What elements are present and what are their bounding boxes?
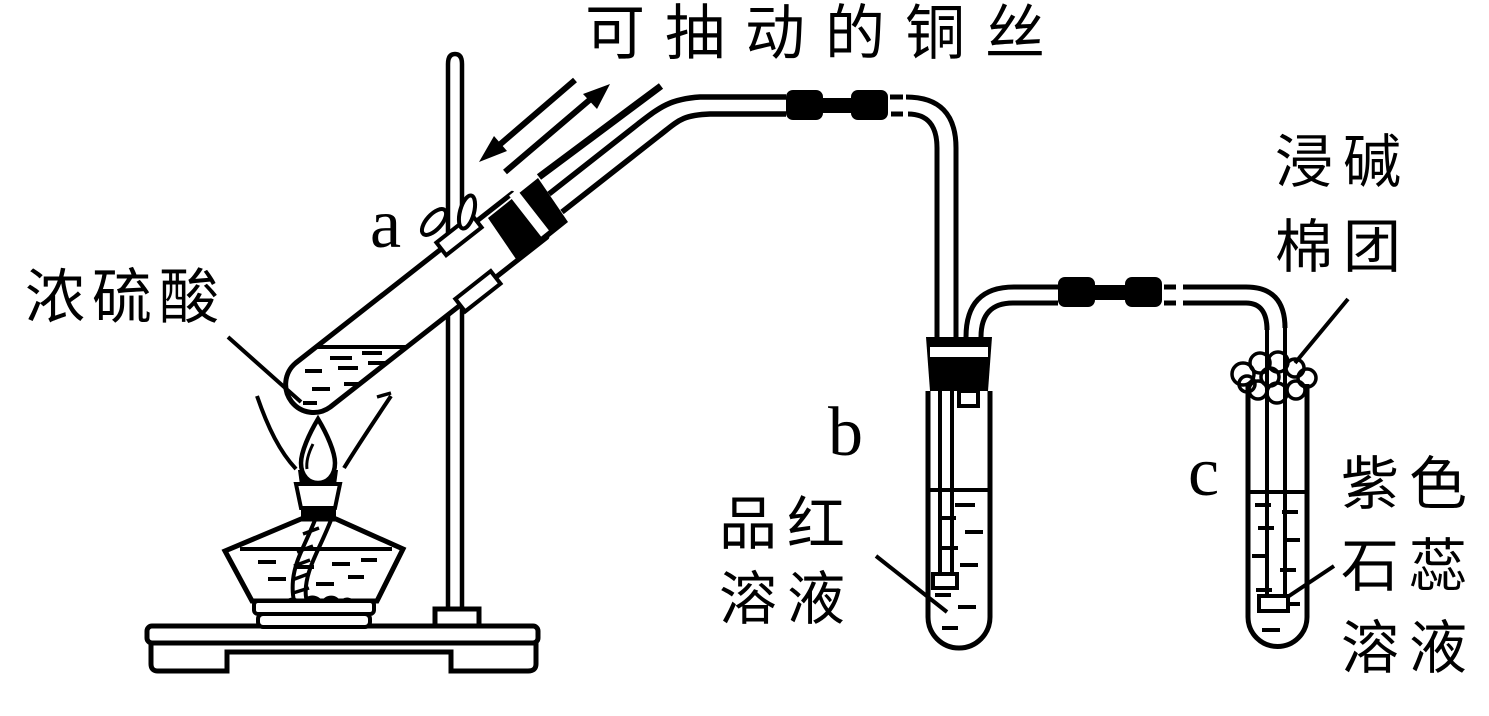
fuchsin-label-line1: 品红 bbox=[718, 492, 855, 557]
cotton-label-line2: 棉团 bbox=[1275, 215, 1412, 280]
fuchsin-liquid-dashes bbox=[935, 503, 983, 630]
lamp-liquid-dashes bbox=[258, 558, 377, 586]
test-tube-a bbox=[283, 190, 550, 415]
delivery-tube-2 bbox=[963, 284, 1288, 338]
ring-stand bbox=[144, 51, 541, 674]
outlet-stub-b bbox=[957, 389, 980, 408]
litmus-liquid-dashes bbox=[1252, 503, 1300, 632]
lamp-collar bbox=[293, 482, 343, 510]
pull-arrows bbox=[479, 77, 610, 175]
cotton-pointer-line bbox=[1293, 297, 1350, 365]
delivery-tube-1 bbox=[547, 94, 959, 337]
stopper-a bbox=[488, 178, 568, 262]
litmus-label-line2: 石蕊 bbox=[1341, 534, 1478, 599]
fuchsin-pointer-line bbox=[874, 554, 949, 614]
alcohol-lamp bbox=[221, 470, 407, 629]
tube-a-letter: a bbox=[370, 186, 402, 263]
copper-wire-label: 可抽动的铜丝 bbox=[585, 1, 1065, 67]
fuchsin-label-line2: 溶液 bbox=[718, 567, 855, 632]
heat-lines bbox=[255, 391, 393, 471]
inner-tube-b bbox=[931, 391, 959, 590]
acid-label: 浓硫酸 bbox=[25, 265, 226, 331]
arrow-down-left-head bbox=[479, 136, 507, 162]
litmus-label-line1: 紫色 bbox=[1341, 452, 1478, 517]
lamp-collar-ring bbox=[301, 506, 336, 520]
alkali-cotton-label: 浸碱 棉团 bbox=[1275, 120, 1409, 290]
test-tube-b bbox=[925, 389, 993, 651]
litmus-solution-label: 紫色 石蕊 溶液 bbox=[1341, 444, 1475, 690]
litmus-pointer-line bbox=[1284, 564, 1336, 600]
tube-b-letter: b bbox=[828, 394, 863, 471]
stand-base bbox=[148, 640, 539, 674]
rubber-connector-2 bbox=[1058, 277, 1162, 307]
tube-a-mouth-lip-lower bbox=[452, 268, 504, 315]
cotton-label-line1: 浸碱 bbox=[1275, 130, 1412, 195]
test-tube-c bbox=[1245, 326, 1310, 649]
copper-wire[interactable] bbox=[536, 83, 664, 180]
clamp bbox=[419, 193, 478, 237]
flame bbox=[298, 414, 338, 486]
stopper-b bbox=[926, 337, 992, 391]
cotton-wad bbox=[1230, 350, 1318, 405]
arrow-up-right-head bbox=[583, 84, 610, 109]
acid-pointer-line bbox=[226, 335, 303, 404]
rubber-connector-1 bbox=[786, 90, 888, 120]
fuchsin-solution-label: 品红 溶液 bbox=[710, 487, 864, 637]
acid-liquid-dashes bbox=[303, 351, 386, 405]
litmus-label-line3: 溶液 bbox=[1341, 616, 1478, 681]
tube-c-letter: c bbox=[1188, 434, 1220, 511]
